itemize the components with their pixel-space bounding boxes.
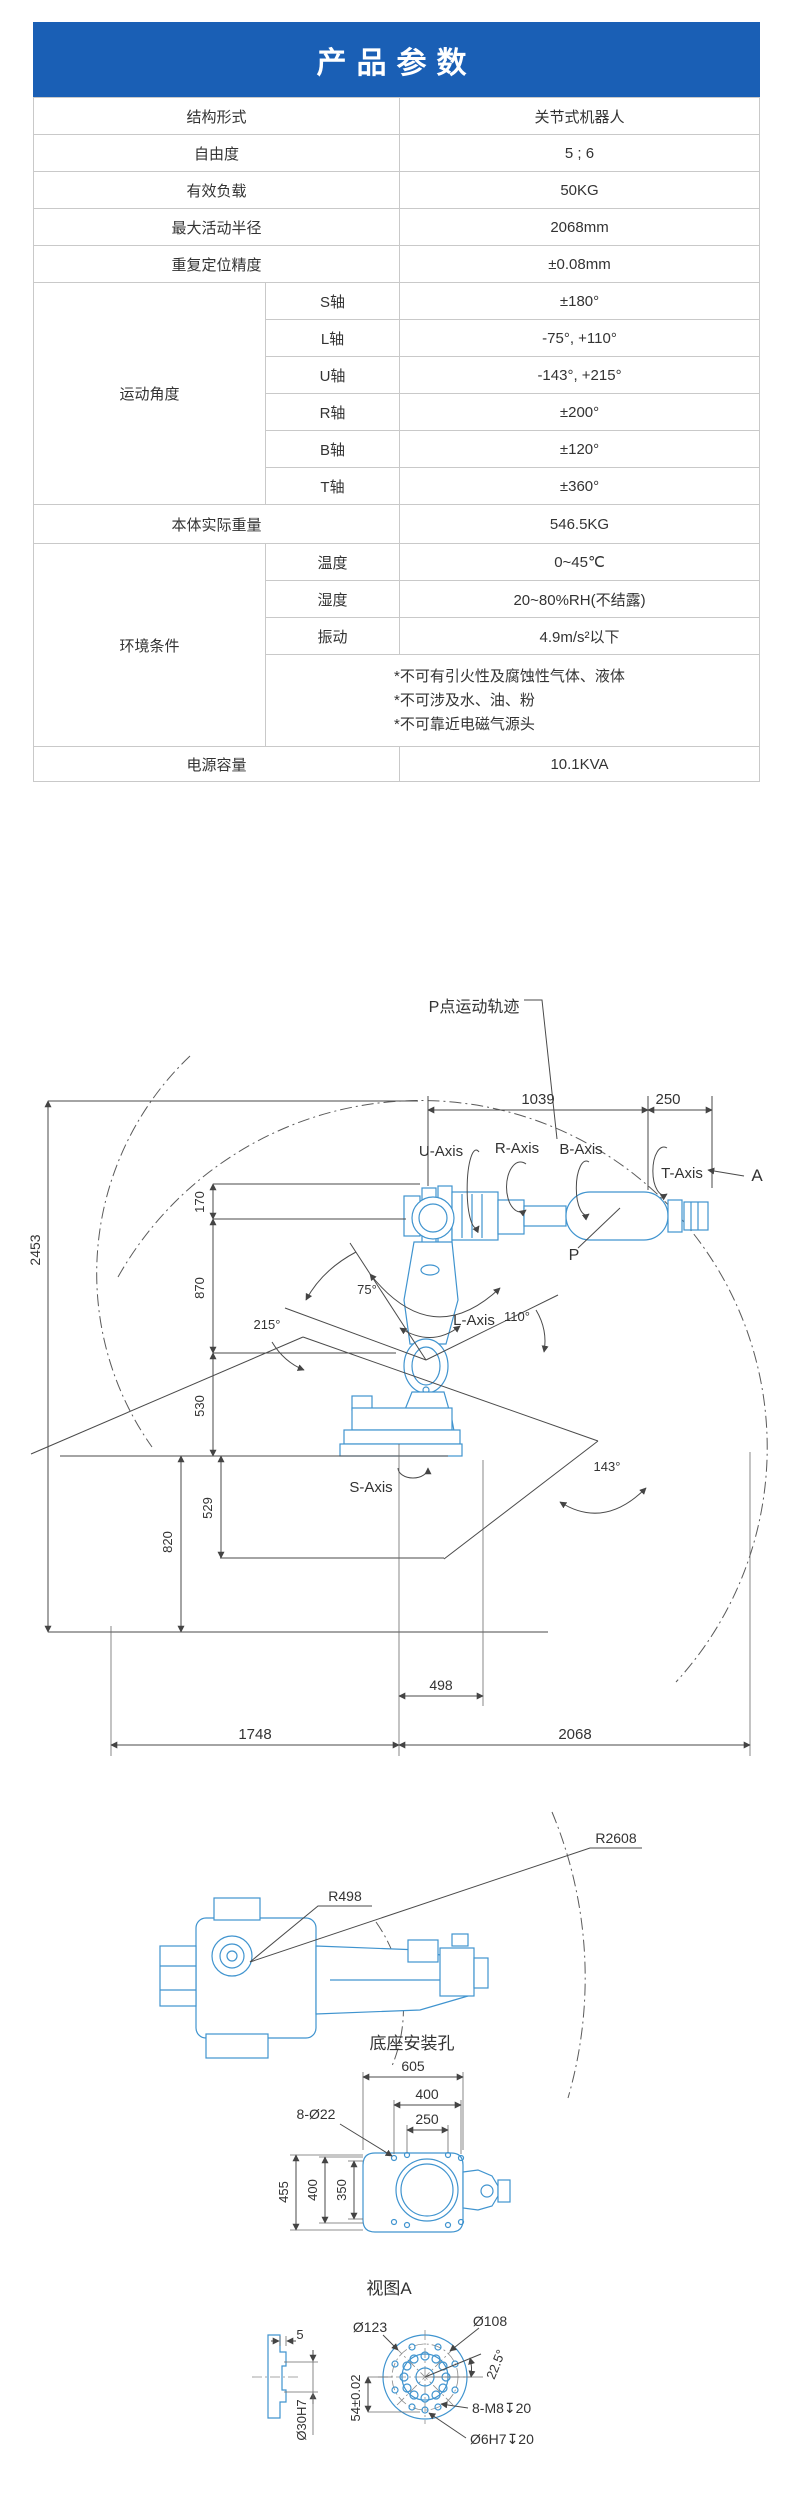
- angle-215: 215°: [254, 1317, 281, 1332]
- environment-note: *不可涉及水、油、粉: [394, 691, 535, 709]
- dim-498: 498: [429, 1677, 453, 1693]
- dim-step-5: 5: [296, 2327, 303, 2342]
- trajectory-label: P点运动轨迹: [429, 998, 520, 1016]
- env-value: 20~80%RH(不结露): [399, 580, 760, 618]
- spec-label: 电源容量: [32, 746, 401, 782]
- environment-group-label: 环境条件: [33, 543, 266, 747]
- radius-r498: R498: [328, 1888, 362, 1904]
- dim-holes-8d22: 8-Ø22: [297, 2106, 336, 2122]
- view-a-drawing: [252, 2327, 483, 2439]
- dim-250-h: 250: [415, 2111, 439, 2127]
- dim-dia-108: Ø108: [473, 2313, 507, 2329]
- spec-label: 结构形式: [32, 97, 401, 135]
- axis-value: ±200°: [399, 393, 760, 431]
- angle-110: 110°: [504, 1309, 530, 1324]
- section-a-label: A: [751, 1166, 763, 1185]
- env-label: 温度: [264, 543, 401, 581]
- u-axis-label: U-Axis: [419, 1143, 463, 1160]
- spec-value: 2068mm: [399, 208, 760, 246]
- axis-value: ±360°: [399, 467, 760, 505]
- workspace-envelope: [96, 1055, 768, 1683]
- robot-front-view: [339, 1185, 709, 1457]
- axis-label: B轴: [264, 430, 401, 468]
- base-mount-view: [290, 2072, 511, 2233]
- spec-label: 最大活动半径: [32, 208, 401, 246]
- env-label: 振动: [264, 617, 401, 655]
- front-view-dimensions: [30, 999, 751, 1756]
- t-axis-label: T-Axis: [661, 1165, 703, 1182]
- dim-1748: 1748: [238, 1726, 271, 1743]
- spec-value: 10.1KVA: [399, 746, 760, 782]
- environment-note: *不可靠近电磁气源头: [394, 715, 535, 733]
- dim-400-v: 400: [305, 2179, 320, 2201]
- dim-250: 250: [655, 1091, 680, 1108]
- dim-455: 455: [276, 2181, 291, 2203]
- spec-value: ±0.08mm: [399, 245, 760, 283]
- dim-dia-123: Ø123: [353, 2319, 387, 2335]
- dim-offset-54: 54±0.02: [348, 2375, 363, 2422]
- dim-530: 530: [192, 1395, 207, 1417]
- dim-350: 350: [334, 2179, 349, 2201]
- environment-notes: *不可有引火性及腐蚀性气体、液体 *不可涉及水、油、粉 *不可靠近电磁气源头: [265, 654, 760, 747]
- r-axis-label: R-Axis: [495, 1140, 539, 1157]
- dim-bore-30h7: Ø30H7: [294, 2399, 309, 2440]
- env-value: 4.9m/s²以下: [399, 617, 760, 655]
- axis-value: ±180°: [399, 282, 760, 320]
- angle-75: 75°: [357, 1282, 377, 1297]
- view-a-title: 视图A: [366, 2279, 412, 2298]
- env-label: 湿度: [264, 580, 401, 618]
- spec-value: 546.5KG: [399, 504, 760, 544]
- spec-label: 有效负载: [32, 171, 401, 209]
- radius-r2608: R2608: [595, 1830, 636, 1846]
- dim-2068: 2068: [558, 1726, 591, 1743]
- base-mount-title: 底座安装孔: [370, 2034, 455, 2053]
- axis-label: S轴: [264, 282, 401, 320]
- point-p-label: P: [569, 1247, 580, 1264]
- dim-529: 529: [200, 1497, 215, 1519]
- dim-2453: 2453: [27, 1234, 43, 1265]
- motion-group-label: 运动角度: [33, 282, 266, 505]
- dim-820: 820: [160, 1531, 175, 1553]
- spec-value: 50KG: [399, 171, 760, 209]
- spec-label: 自由度: [32, 134, 401, 172]
- environment-note: *不可有引火性及腐蚀性气体、液体: [394, 667, 625, 685]
- dim-dowel-6h7: Ø6H7↧20: [470, 2431, 534, 2447]
- dim-605: 605: [401, 2058, 425, 2074]
- dim-angle-22-5: 22.5°: [483, 2347, 508, 2381]
- dim-870: 870: [192, 1277, 207, 1299]
- l-axis-label: L-Axis: [453, 1312, 495, 1329]
- spec-label: 重复定位精度: [32, 245, 401, 283]
- spec-table-title: 产品参数: [33, 22, 760, 97]
- axis-label: L轴: [264, 319, 401, 357]
- dim-1039: 1039: [521, 1091, 554, 1108]
- axis-label: U轴: [264, 356, 401, 394]
- angle-143: 143°: [594, 1459, 621, 1474]
- dim-170: 170: [192, 1191, 207, 1213]
- s-axis-label: S-Axis: [349, 1479, 392, 1496]
- spec-label: 本体实际重量: [32, 504, 401, 544]
- robot-top-view: [159, 1811, 642, 2099]
- axis-value: -75°, +110°: [399, 319, 760, 357]
- dim-400-h: 400: [415, 2086, 439, 2102]
- dim-tapped-8m8: 8-M8↧20: [472, 2400, 531, 2416]
- b-axis-label: B-Axis: [559, 1141, 602, 1158]
